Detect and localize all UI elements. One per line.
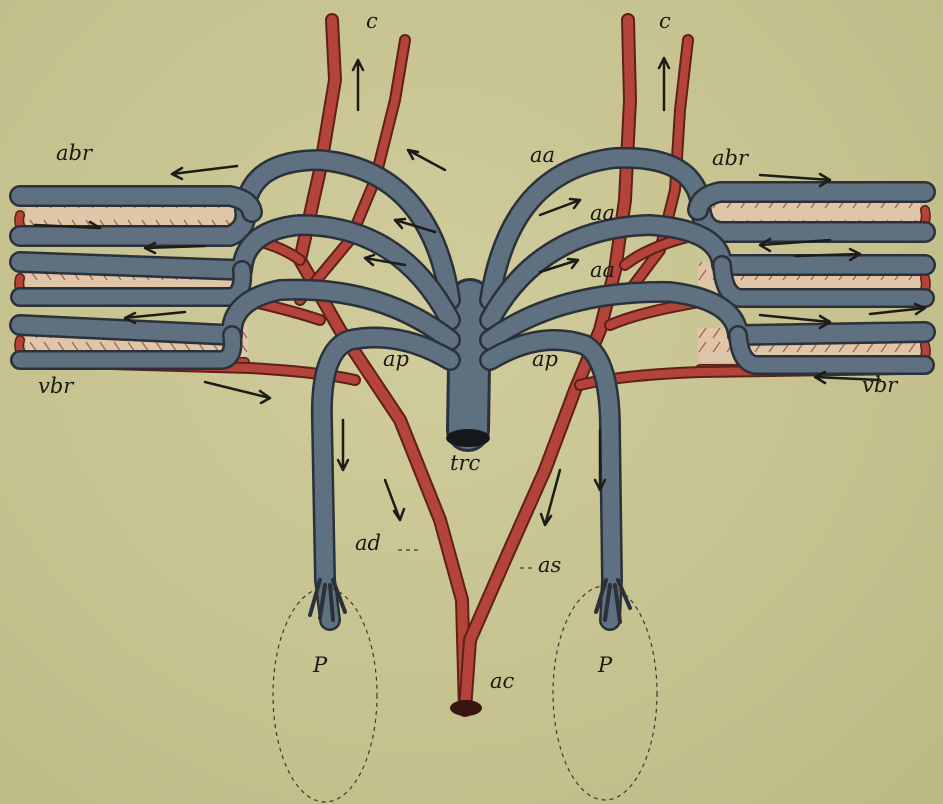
label-aa-2: aa: [590, 201, 615, 225]
label-ap-left: ap: [383, 347, 409, 371]
label-p-left: P: [312, 653, 328, 677]
label-p-right: P: [597, 653, 613, 677]
label-aa-3: aa: [590, 258, 615, 282]
label-trc: trc: [450, 451, 480, 475]
label-as: as: [538, 553, 562, 577]
trunk-opening: [446, 429, 490, 447]
label-ad: ad: [355, 531, 381, 555]
label-c-right: c: [659, 9, 671, 33]
label-ac: ac: [490, 669, 515, 693]
veins: [20, 158, 925, 622]
label-abr-right: abr: [712, 146, 750, 170]
label-c-left: c: [366, 9, 378, 33]
label-ap-right: ap: [532, 347, 558, 371]
label-abr-left: abr: [56, 141, 94, 165]
label-vbr-right: vbr: [862, 373, 899, 397]
label-vbr-left: vbr: [38, 374, 75, 398]
aorta-opening: [450, 700, 482, 716]
label-aa-1: aa: [530, 143, 555, 167]
